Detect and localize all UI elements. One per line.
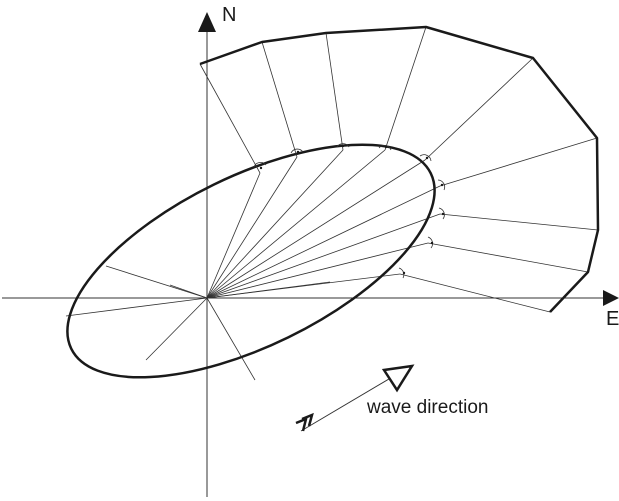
wave-direction-line [300, 375, 395, 432]
right-angle-marker [336, 143, 350, 148]
ray-line [206, 297, 256, 381]
north-label: N [222, 4, 237, 26]
normal-line [427, 242, 589, 273]
right-angle-marker [290, 148, 304, 154]
outer-boundary [199, 25, 600, 313]
wave-direction-tail-icon [295, 412, 314, 432]
ray-line [206, 149, 344, 299]
normal-line [424, 57, 534, 161]
right-angle-marker [253, 162, 267, 168]
normal-lines [199, 26, 599, 313]
east-label: E [606, 308, 619, 330]
right-angle-marker [427, 236, 433, 249]
wave-direction-label: wave direction [367, 397, 489, 418]
east-arrowhead [603, 290, 619, 306]
ray-line [206, 172, 261, 299]
axes [2, 28, 606, 497]
ray-line [206, 149, 386, 299]
ray-line [206, 242, 429, 299]
ray-line [145, 297, 208, 361]
normal-line [439, 137, 598, 187]
ray-line [206, 213, 441, 299]
right-angle-marker [419, 154, 432, 162]
right-angle-marker [378, 145, 392, 151]
normal-line [199, 63, 261, 174]
normal-line [439, 213, 599, 231]
normal-line [399, 273, 551, 313]
right-angle-marker [438, 207, 445, 220]
ray-line [105, 265, 208, 299]
ray-lines [65, 149, 441, 381]
ray-line [206, 156, 298, 299]
normal-line [325, 32, 344, 151]
ellipse [66, 143, 436, 379]
ray-line [206, 185, 441, 299]
normal-line [384, 26, 427, 151]
right-angle-dots [259, 144, 445, 275]
wave-direction-arrowhead [381, 364, 415, 393]
right-angle-markers [253, 143, 446, 279]
north-arrowhead [198, 12, 216, 32]
ray-line [169, 284, 208, 299]
normal-line [261, 41, 298, 158]
ray-line [206, 159, 426, 299]
right-angle-marker [437, 179, 446, 191]
ray-line [206, 281, 331, 299]
ray-line [65, 297, 208, 317]
